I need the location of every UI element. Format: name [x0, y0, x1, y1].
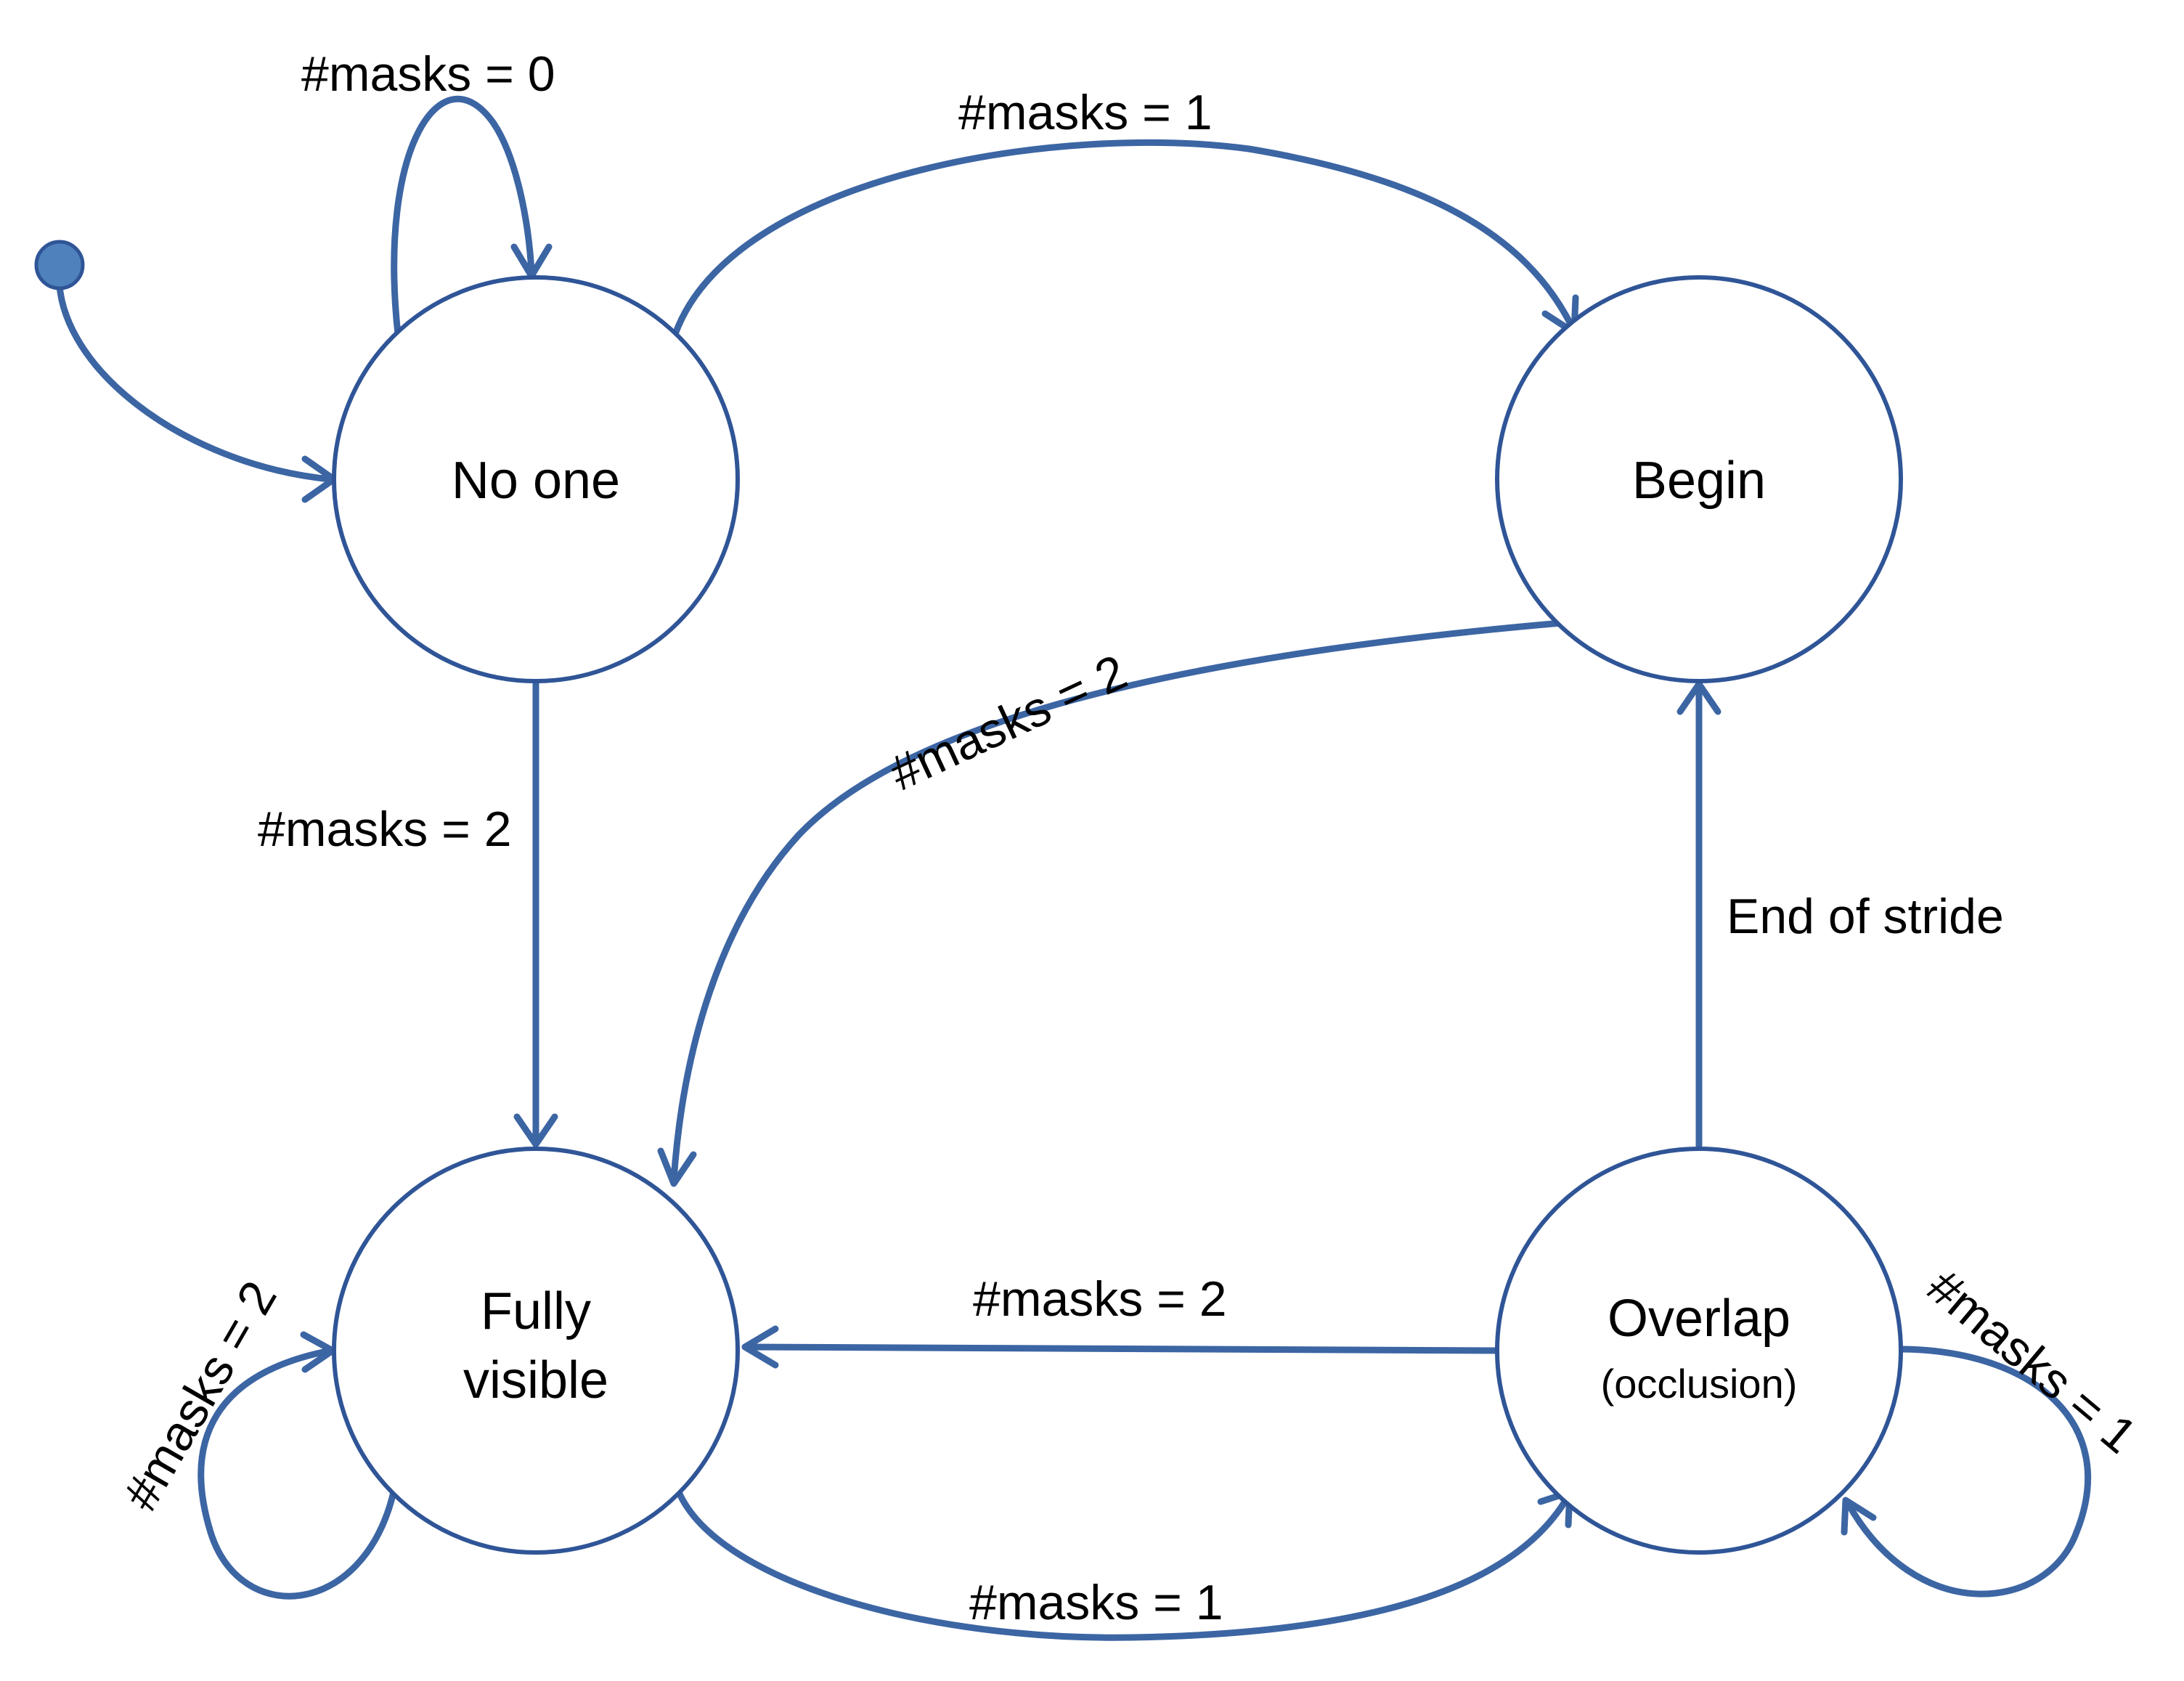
- state-no-one: [332, 275, 740, 683]
- state-fully-visible-label-line1: Fully: [481, 1282, 591, 1340]
- state-overlap-label: Overlap: [1608, 1290, 1790, 1348]
- edge-no-one-self: [391, 96, 535, 338]
- edge-begin-to-fully-arrowhead: [657, 1147, 697, 1187]
- label-overlap-to-fully: #masks = 2: [973, 1271, 1227, 1327]
- edge-no-one-to-begin: [672, 139, 1576, 338]
- state-begin-label: Begin: [1632, 452, 1766, 510]
- edge-overlap-to-begin-arrowhead: [1676, 680, 1721, 715]
- label-overlap-self: #masks = 1: [1917, 1258, 2147, 1464]
- edge-begin-to-fully: [670, 619, 1565, 1184]
- edge-fully-self: [197, 1347, 397, 1600]
- label-no-one-to-begin: #masks = 1: [958, 85, 1213, 140]
- state-overlap: [1495, 1147, 1903, 1555]
- state-overlap-sublabel: (occlusion): [1601, 1361, 1798, 1407]
- state-fully-visible-label-line2: visible: [463, 1351, 608, 1409]
- edge-no-one-to-fully-arrowhead: [513, 1113, 558, 1148]
- edge-overlap-to-fully: [744, 1343, 1505, 1354]
- initial-edge: [55, 264, 334, 483]
- edge-overlap-self: [1844, 1346, 2092, 1597]
- initial-state-dot: [34, 240, 85, 290]
- label-no-one-self: #masks = 0: [301, 46, 555, 102]
- state-no-one-label: No one: [452, 452, 620, 510]
- label-fully-to-overlap: #masks = 1: [969, 1575, 1223, 1630]
- state-begin: [1495, 275, 1903, 683]
- label-overlap-to-begin: End of stride: [1727, 889, 2004, 944]
- label-begin-to-fully: #masks = 2: [881, 644, 1135, 802]
- state-fully-visible: [332, 1147, 740, 1555]
- edge-overlap-self-arrowhead: [1841, 1497, 1877, 1536]
- edge-fully-to-overlap: [675, 1489, 1572, 1641]
- edge-overlap-to-fully-arrowhead: [741, 1325, 779, 1369]
- label-no-one-to-fully: #masks = 2: [258, 802, 512, 857]
